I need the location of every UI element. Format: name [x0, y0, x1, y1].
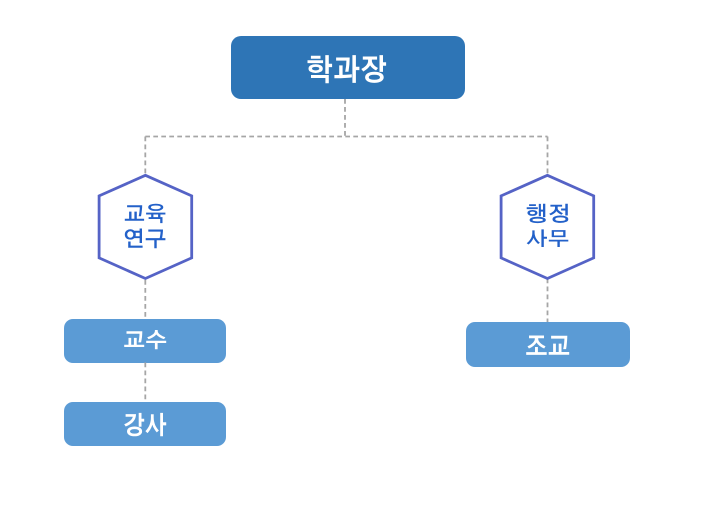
node-edu-research-label-line2: 연구 [126, 227, 165, 252]
node-admin-affairs-label: 행정사무 [500, 175, 595, 279]
node-lecturer[interactable]: 강사 [64, 402, 226, 446]
node-lecturer-label: 강사 [64, 402, 226, 446]
node-assistant-label: 조교 [466, 322, 631, 367]
node-admin-affairs-label-line2: 사무 [528, 227, 567, 252]
node-dept-head-label: 학과장 [231, 36, 465, 99]
node-assistant[interactable]: 조교 [465, 322, 631, 367]
node-professor-label: 교수 [64, 319, 226, 363]
node-admin-affairs-label-line1: 행정 [528, 202, 567, 227]
node-edu-research-label-line1: 교육 [126, 202, 165, 227]
node-edu-research[interactable]: 교육연구 [98, 175, 193, 279]
node-dept-head[interactable]: 학과장 [230, 35, 465, 99]
node-admin-affairs[interactable]: 행정사무 [500, 175, 595, 279]
node-professor[interactable]: 교수 [64, 318, 226, 363]
node-edu-research-label: 교육연구 [98, 175, 193, 279]
